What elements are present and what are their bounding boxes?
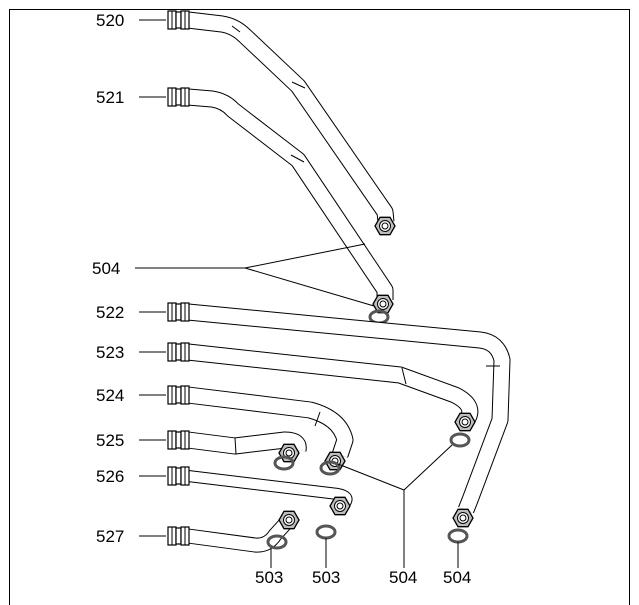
label-523: 523	[96, 343, 124, 362]
label-504-right: 504	[443, 568, 471, 587]
label-504-upper: 504	[92, 259, 120, 278]
label-503-a: 503	[255, 568, 283, 587]
leader-lines	[135, 19, 459, 568]
label-526: 526	[96, 467, 124, 486]
label-521: 521	[96, 88, 124, 107]
pipe-522	[167, 302, 511, 544]
label-525: 525	[96, 431, 124, 450]
o-ring-503-a	[266, 534, 288, 550]
pipe-521	[167, 87, 394, 325]
label-522: 522	[96, 303, 124, 322]
o-ring-503-b	[315, 524, 337, 540]
label-504-mid: 504	[389, 568, 417, 587]
label-503-b: 503	[312, 568, 340, 587]
pipe-523	[167, 342, 479, 448]
label-527: 527	[96, 527, 124, 546]
pipe-520	[167, 10, 396, 236]
pipe-525	[167, 430, 307, 471]
diagram-frame	[9, 9, 630, 605]
pipe-526	[167, 466, 353, 516]
pipe-524	[167, 385, 354, 476]
pipe-527	[167, 510, 300, 553]
label-520: 520	[96, 11, 124, 30]
label-524: 524	[96, 386, 124, 405]
